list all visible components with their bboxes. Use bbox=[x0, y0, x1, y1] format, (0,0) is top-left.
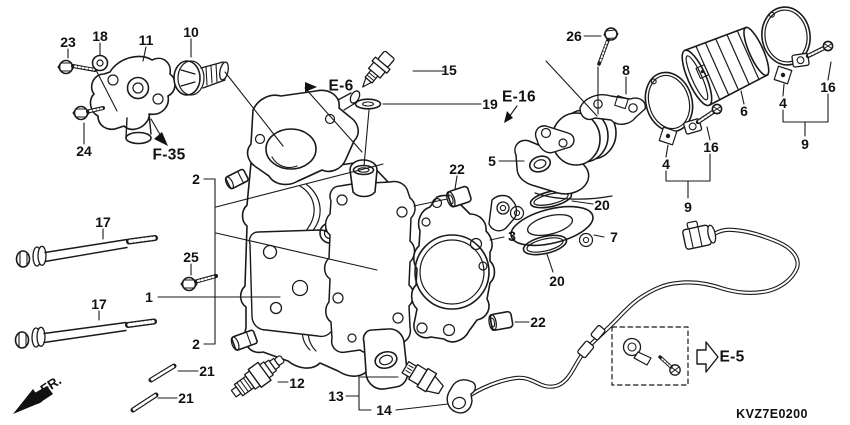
drawing-code: KVZ7E0200 bbox=[736, 406, 808, 421]
callout-16a: 16 bbox=[703, 139, 719, 155]
part-dowel-pin-upper bbox=[224, 168, 249, 190]
part-thermostat-cover bbox=[89, 55, 176, 145]
callout-26: 26 bbox=[566, 28, 582, 44]
callout-18: 18 bbox=[92, 28, 108, 44]
callout-21a: 21 bbox=[199, 363, 215, 379]
part-clamp-band-left bbox=[644, 71, 723, 146]
part-head-gasket bbox=[410, 194, 496, 343]
part-insulator-tube bbox=[681, 23, 770, 107]
ref-e16: E-16 bbox=[502, 88, 536, 106]
callout-4b: 4 bbox=[779, 95, 787, 111]
callout-8: 8 bbox=[622, 62, 630, 78]
leader-lines bbox=[67, 35, 832, 411]
part-sealing-washer-19 bbox=[354, 98, 382, 110]
callout-1: 1 bbox=[145, 289, 153, 305]
callout-6: 6 bbox=[740, 103, 748, 119]
callout-12: 12 bbox=[289, 375, 305, 391]
part-sensor-cable bbox=[463, 227, 800, 401]
part-bolt-23 bbox=[57, 59, 97, 75]
callout-14: 14 bbox=[376, 402, 392, 418]
part-bolt-17-upper bbox=[15, 235, 158, 268]
callout-4a: 4 bbox=[662, 156, 670, 172]
callout-7: 7 bbox=[610, 229, 618, 245]
callout-21b: 21 bbox=[178, 390, 194, 406]
callout-2a: 2 bbox=[192, 171, 200, 187]
callout-22a: 22 bbox=[449, 161, 465, 177]
part-cylinder-head bbox=[239, 89, 518, 390]
part-dowel-pin-lower bbox=[230, 329, 258, 351]
part-o2-sensor bbox=[401, 361, 444, 395]
part-stay-bracket bbox=[579, 94, 646, 125]
callout-5: 5 bbox=[488, 153, 496, 169]
callout-16b: 16 bbox=[820, 79, 836, 95]
part-bolt-24 bbox=[72, 105, 105, 121]
part-cable-connector bbox=[682, 220, 717, 250]
e5-arrow-icon bbox=[696, 341, 719, 373]
callout-13: 13 bbox=[328, 388, 344, 404]
callout-10: 10 bbox=[183, 24, 199, 40]
part-bolt-17-lower bbox=[14, 318, 157, 349]
part-cap-upper bbox=[446, 185, 472, 208]
part-cap-lower bbox=[488, 310, 514, 332]
part-elbow-connector bbox=[446, 379, 477, 414]
callout-15: 15 bbox=[441, 62, 457, 78]
callout-23: 23 bbox=[60, 34, 76, 50]
callout-22b: 22 bbox=[530, 314, 546, 330]
callout-24: 24 bbox=[76, 143, 92, 159]
callout-20a: 20 bbox=[594, 197, 610, 213]
ref-e6: E-6 bbox=[328, 77, 354, 95]
part-bolt-26 bbox=[597, 27, 619, 66]
callout-25: 25 bbox=[183, 249, 199, 265]
part-stud-21-lower bbox=[130, 392, 159, 413]
callout-9b: 9 bbox=[801, 136, 809, 152]
callout-17a: 17 bbox=[95, 214, 111, 230]
callout-20b: 20 bbox=[549, 273, 565, 289]
callout-9a: 9 bbox=[684, 199, 692, 215]
part-stud-21-upper bbox=[148, 363, 177, 383]
callout-11: 11 bbox=[138, 32, 154, 48]
callout-17b: 17 bbox=[91, 296, 107, 312]
e5-detail-box bbox=[611, 326, 719, 386]
ref-e5: E-5 bbox=[719, 348, 745, 366]
part-washer-18 bbox=[91, 54, 109, 72]
part-oring-upper bbox=[529, 189, 573, 209]
part-temp-sensor bbox=[362, 50, 395, 88]
callout-19: 19 bbox=[482, 96, 498, 112]
ref-f35: F-35 bbox=[152, 146, 186, 164]
part-intake-manifold bbox=[514, 106, 617, 200]
part-bolt-25 bbox=[180, 273, 219, 292]
part-spark-plug bbox=[230, 355, 285, 398]
part-thermostat bbox=[173, 60, 229, 96]
part-insulator-plate bbox=[509, 205, 594, 248]
callout-2b: 2 bbox=[192, 336, 200, 352]
callout-3: 3 bbox=[508, 228, 516, 244]
part-oring-lower bbox=[522, 234, 568, 256]
part-clamp-band-right bbox=[761, 6, 834, 85]
fr-direction-arrow-icon bbox=[13, 386, 53, 414]
